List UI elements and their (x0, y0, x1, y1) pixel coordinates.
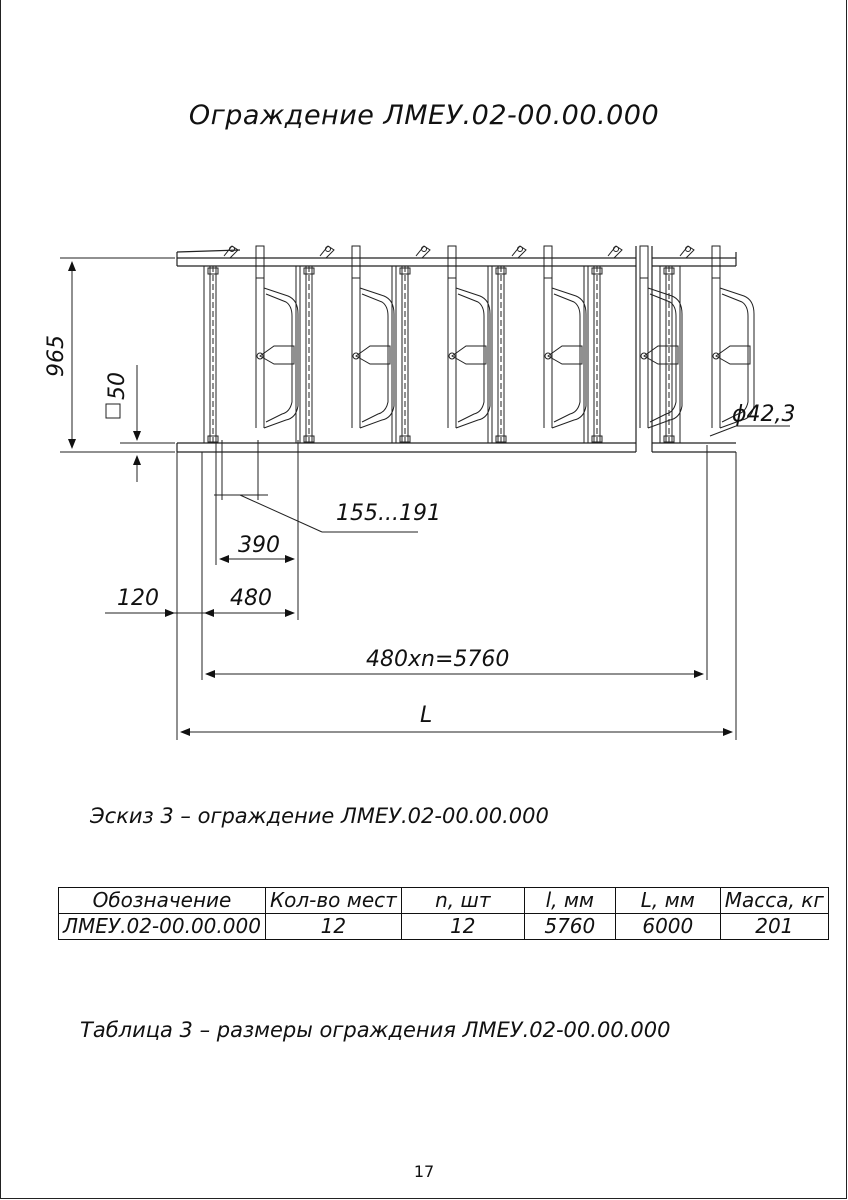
table-cell: 6000 (614, 913, 721, 940)
drawing-title: Ограждение ЛМЕУ.02-00.00.000 (188, 100, 660, 131)
post-bolt (303, 435, 315, 443)
post-bolt (207, 267, 219, 275)
feeding-frame (647, 287, 683, 429)
post-bolt (207, 435, 219, 443)
header-cell: Кол-во мест (264, 887, 402, 914)
fence-frame (176, 246, 737, 453)
rail-clamp (415, 245, 431, 259)
hanger (255, 245, 265, 279)
fence-posts (203, 245, 755, 443)
feeding-frame (719, 287, 755, 429)
rail-clamp (607, 245, 623, 259)
total-length-label: L (420, 703, 432, 728)
hanger (543, 245, 553, 279)
dim-480-label: 480 (230, 586, 272, 611)
post-bolt (399, 267, 411, 275)
dim-390-label: 390 (238, 533, 280, 558)
height-label: 965 (44, 335, 69, 377)
hanger (351, 245, 361, 279)
feeding-frame (263, 287, 299, 429)
table-cell: 201 (719, 913, 829, 940)
feeding-frame (455, 287, 491, 429)
bottom-dimensions (105, 440, 737, 740)
fence-drawing: 965 50 ϕ42,3 155...191 390 120 480 480хn… (44, 245, 796, 740)
post-bolt (399, 435, 411, 443)
header-cell: n, шт (400, 887, 525, 914)
center-bracket (451, 345, 487, 365)
center-bracket (259, 345, 295, 365)
table-row: ЛМЕУ.02-00.00.000 12 12 5760 6000 201 (58, 913, 829, 940)
center-bracket (355, 345, 391, 365)
post-bolt (591, 267, 603, 275)
table-caption: Таблица 3 – размеры ограждения ЛМЕУ.02-0… (80, 1018, 671, 1042)
square-label: 50 (105, 372, 130, 400)
feeding-frame (551, 287, 587, 429)
header-cell: Обозначение (58, 887, 266, 914)
table-cell: 5760 (523, 913, 616, 940)
post-bolt (591, 435, 603, 443)
table-cell: 12 (400, 913, 525, 940)
post-bolt (303, 267, 315, 275)
dimensions-table: Обозначение Кол-во мест n, шт l, мм L, м… (58, 887, 829, 940)
table-header-row: Обозначение Кол-во мест n, шт l, мм L, м… (58, 887, 829, 914)
diameter-label: ϕ42,3 (732, 402, 796, 427)
feeding-frame (359, 287, 395, 429)
height-dimension (60, 257, 175, 482)
diameter-callout (709, 425, 790, 437)
hanger (711, 245, 721, 279)
header-cell: l, мм (523, 887, 616, 914)
hanger (447, 245, 457, 279)
dim-120-label: 120 (117, 586, 159, 611)
rail-clamp (223, 245, 239, 259)
hanger (639, 245, 649, 279)
table-cell: ЛМЕУ.02-00.00.000 (58, 913, 266, 940)
rail-clamp (511, 245, 527, 259)
post-bolt (663, 267, 675, 275)
post-bolt (495, 435, 507, 443)
center-bracket (643, 345, 679, 365)
table-cell: 12 (264, 913, 402, 940)
range-label: 155...191 (336, 501, 441, 526)
post-bolt (495, 267, 507, 275)
post-bolt (663, 435, 675, 443)
rail-clamp (319, 245, 335, 259)
header-cell: Масса, кг (719, 887, 829, 914)
center-bracket (715, 345, 751, 365)
header-cell: L, мм (614, 887, 721, 914)
center-bracket (547, 345, 583, 365)
span-label: 480хn=5760 (366, 647, 509, 672)
page-number: 17 (413, 1162, 435, 1181)
sketch-caption: Эскиз 3 – ограждение ЛМЕУ.02-00.00.000 (90, 804, 549, 828)
rail-clamp (679, 245, 695, 259)
